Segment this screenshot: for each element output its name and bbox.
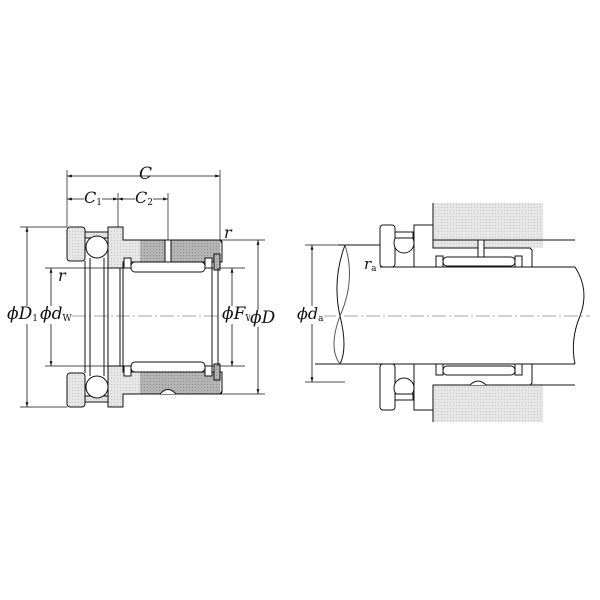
label-Fw-main: ϕF	[222, 304, 246, 324]
left-bearing-section	[20, 170, 265, 408]
label-ra-main: r	[364, 255, 372, 273]
label-C1-main: C	[84, 188, 97, 207]
label-D1-sub: 1	[32, 314, 38, 324]
label-dw-sub: W	[62, 314, 72, 324]
upper-half-left	[66, 226, 223, 273]
label-dw: ϕdW	[40, 306, 72, 324]
label-D1: ϕD1	[7, 306, 38, 324]
label-D1-main: ϕD	[7, 304, 33, 324]
label-C1-sub: 1	[96, 198, 102, 208]
label-da: ϕda	[297, 306, 324, 324]
housing-upper	[433, 203, 543, 248]
label-dw-main: ϕd	[40, 304, 63, 324]
label-ra: ra	[364, 257, 377, 274]
label-D: ϕD	[250, 308, 276, 328]
right-mounting-arrangement	[300, 203, 590, 422]
lower-half-left	[66, 361, 223, 408]
label-r-left: r	[58, 266, 66, 285]
label-C: C	[139, 164, 153, 184]
label-da-sub: a	[318, 314, 324, 324]
housing-lower	[433, 385, 543, 422]
label-r-top: r	[224, 223, 232, 242]
label-da-main: ϕd	[297, 304, 319, 323]
label-C2-sub: 2	[147, 198, 153, 208]
label-C2-main: C	[135, 188, 148, 207]
label-ra-sub: a	[371, 264, 377, 274]
label-C1: C1	[84, 190, 102, 208]
label-C2: C2	[135, 190, 153, 208]
